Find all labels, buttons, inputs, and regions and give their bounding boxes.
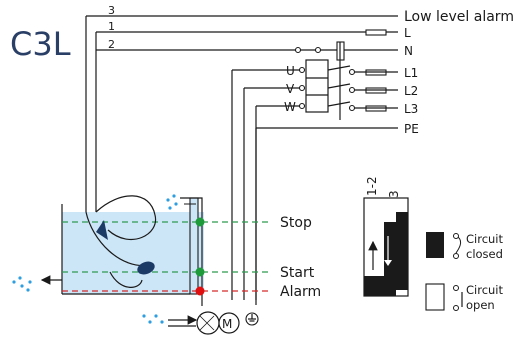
label-low-level-alarm: Low level alarm	[404, 9, 514, 25]
legend-open-line2: open	[466, 298, 495, 312]
diagram-title: C3L	[10, 25, 71, 63]
label-l3: L3	[404, 102, 418, 116]
legend-open-swatch	[425, 283, 445, 311]
fuses	[365, 29, 387, 112]
pump-motor: M	[168, 311, 259, 335]
drop-icons	[12, 194, 178, 324]
label-l2: L2	[404, 84, 418, 98]
phase-label-v: V	[286, 82, 295, 96]
relay-coil	[294, 41, 345, 120]
pump-icon	[196, 311, 220, 335]
float-switches	[85, 195, 157, 288]
lower-float-icon	[137, 261, 155, 275]
label-l: L	[404, 26, 411, 40]
legend-closed-line2: closed	[466, 247, 503, 261]
start-level-dot	[195, 267, 205, 277]
wire-number-3: 3	[108, 4, 115, 17]
column-label-1-2: 1-2	[365, 176, 379, 196]
legend-closed-line1: Circuit	[466, 232, 504, 246]
label-start: Start	[280, 265, 315, 281]
phase-label-w: W	[284, 100, 296, 114]
label-l1: L1	[404, 66, 418, 80]
label-pe: PE	[404, 122, 419, 136]
motor-icon	[218, 312, 240, 334]
float-cable-wires: 3 1 2	[85, 4, 398, 212]
switch-state-chart: 1-2 1-3	[363, 176, 409, 297]
legend-closed-swatch	[426, 232, 444, 258]
label-alarm: Alarm	[280, 284, 321, 300]
motor-label: M	[222, 317, 232, 331]
wire-number-1: 1	[108, 20, 115, 33]
tank	[40, 197, 204, 306]
wire-number-2: 2	[108, 38, 115, 51]
legend: Circuit closed Circuit open	[425, 232, 504, 312]
label-n: N	[404, 44, 413, 58]
alarm-level-dot	[195, 286, 205, 296]
phase-label-u: U	[286, 64, 295, 78]
legend-open-line1: Circuit	[466, 283, 504, 297]
upper-float-icon	[96, 220, 108, 240]
stop-level-dot	[195, 217, 205, 227]
label-stop: Stop	[280, 215, 312, 231]
